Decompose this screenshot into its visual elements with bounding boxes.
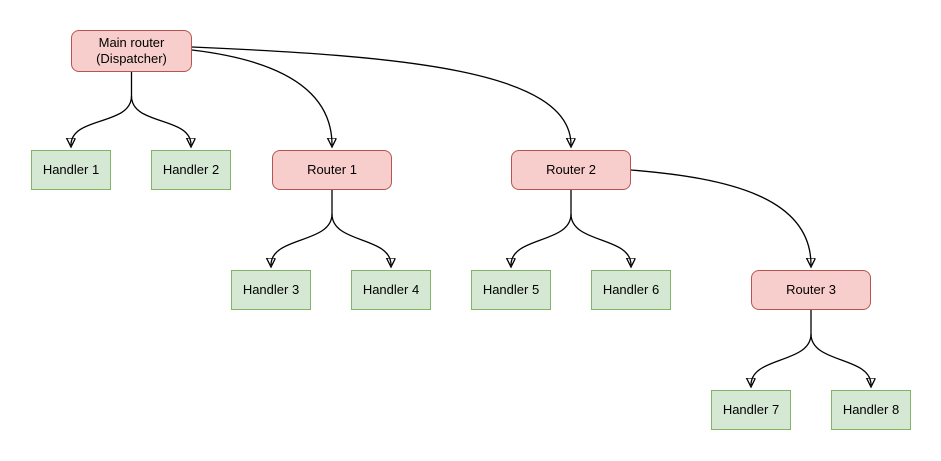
node-handler-4: Handler 4 [351, 270, 431, 310]
edge-router2-to-router3 [630, 169, 811, 265]
node-handler-7: Handler 7 [711, 390, 791, 430]
node-main-router: Main router (Dispatcher) [71, 30, 192, 72]
edge-main-router-to-router1 [191, 49, 332, 145]
node-handler-8-label: Handler 8 [842, 401, 900, 417]
node-router-2: Router 2 [511, 150, 631, 190]
node-handler-1: Handler 1 [31, 150, 111, 190]
node-handler-1-label: Handler 1 [42, 161, 100, 177]
node-handler-3: Handler 3 [231, 270, 311, 310]
node-handler-5: Handler 5 [471, 270, 551, 310]
node-router-1: Router 1 [272, 150, 392, 190]
node-handler-2-label: Handler 2 [162, 161, 220, 177]
node-router-3-label: Router 3 [786, 281, 836, 297]
node-router-3: Router 3 [751, 270, 871, 310]
node-main-router-label: Main router (Dispatcher) [96, 34, 167, 66]
node-router-1-label: Router 1 [307, 161, 357, 177]
node-router-2-label: Router 2 [546, 161, 596, 177]
node-handler-3-label: Handler 3 [242, 281, 300, 297]
edge-router2-to-handler5 [511, 213, 572, 265]
edge-router1-to-handler3 [271, 213, 333, 265]
node-handler-8: Handler 8 [831, 390, 911, 430]
edge-main-router-to-router2 [191, 46, 571, 145]
node-handler-6-label: Handler 6 [602, 281, 660, 297]
node-handler-5-label: Handler 5 [482, 281, 540, 297]
edge-router3-to-handler7 [751, 333, 812, 385]
edge-main-router-to-handler1 [71, 95, 133, 145]
edge-main-router-to-handler2 [130, 95, 192, 145]
edge-router2-to-handler6 [570, 213, 631, 265]
node-handler-2: Handler 2 [151, 150, 231, 190]
node-handler-4-label: Handler 4 [362, 281, 420, 297]
edge-router1-to-handler4 [331, 213, 391, 265]
edge-router3-to-handler8 [810, 333, 871, 385]
node-handler-7-label: Handler 7 [722, 401, 780, 417]
node-handler-6: Handler 6 [591, 270, 671, 310]
